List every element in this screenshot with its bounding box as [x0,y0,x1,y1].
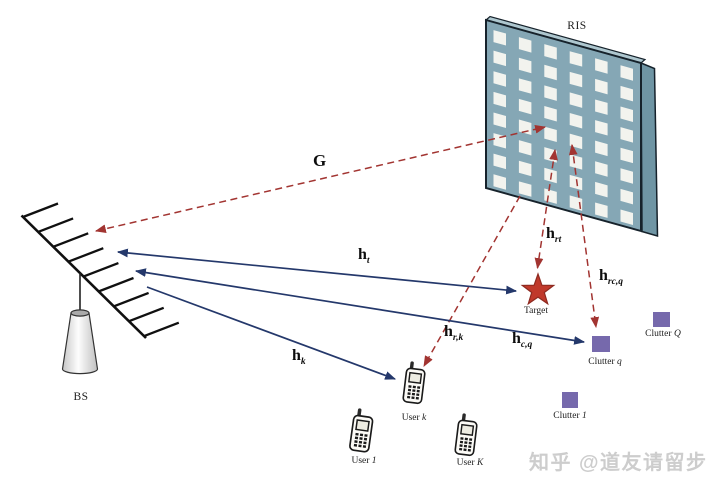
clutter-Q-var: Q [673,329,681,339]
clutter-1-prefix: Clutter [553,411,580,421]
bs-antenna-element [98,276,134,293]
channel-line-hcq [134,268,586,345]
clutter-1-icon [562,392,578,408]
ris-cell [518,57,532,74]
user-k-prefix: User [401,413,420,423]
ris-cell [569,92,583,108]
bs-antenna-element [143,321,180,338]
channel-line-ht [116,248,518,295]
channel-label-hrcq: hrc,q [599,267,623,288]
ris-cell [569,51,583,67]
ris-cell [518,37,532,53]
bs-antenna-element [67,247,104,263]
ris-panel-side-face [640,61,659,238]
ris-cell [620,127,633,143]
clutter-q-var: q [617,357,622,367]
user-1-phone-icon [348,406,376,454]
ris-cell [518,98,532,115]
ris-cell [493,71,506,87]
bs-label: BS [73,391,89,403]
ris-cell [493,91,506,108]
bs-antenna-element [22,202,59,219]
ris-cell [544,105,557,122]
ris-cell [569,71,583,88]
ris-cell [620,147,633,164]
ris-cell [544,85,557,101]
clutter-Q-prefix: Clutter [645,329,672,339]
bs-base-cone-top [70,309,90,317]
target-label: Target [524,306,548,316]
ris-cell [544,64,557,81]
ris-cell [620,209,633,225]
user-K-prefix: User [456,458,475,468]
channel-label-hrk: hr,k [444,323,464,344]
ris-cell [620,188,633,205]
clutter-Q-label: Clutter Q [645,329,681,339]
channel-line-G [94,124,547,234]
clutter-q-prefix: Clutter [588,357,615,367]
clutter-q-label: Clutter q [588,357,622,367]
ris-panel [484,15,659,238]
bs-antenna-element [82,262,119,278]
ris-cell [620,168,633,184]
ris-cell [620,106,633,122]
ris-label: RIS [567,20,587,32]
channel-label-hrt: hrt [546,225,562,246]
target-star-icon [520,272,556,306]
ris-cell [569,113,583,129]
ris-cell [595,78,608,95]
user-k-var: k [422,413,427,423]
ris-cell [595,99,608,115]
bs-base-cone [61,312,99,375]
bs-antenna-element [128,306,165,323]
ris-cell [620,85,633,102]
user-K-label: User K [457,458,484,468]
user-1-prefix: User [351,456,370,466]
clutter-q-icon [592,336,610,352]
channel-line-hrk [423,195,521,367]
clutter-Q-icon [653,312,670,327]
user-1-label: User 1 [351,456,376,466]
ris-cell [518,78,532,94]
ris-cell [493,112,506,128]
channel-line-hrcq [568,143,600,329]
ris-cell [595,120,608,136]
user-k-label: User k [402,413,427,423]
ris-cell [493,30,506,46]
ris-cell [595,58,608,74]
user-K-phone-icon [453,411,480,457]
ris-cell [544,44,557,60]
bs-station [20,202,180,375]
channel-line-hk [146,286,397,380]
bs-antenna-element [37,217,74,233]
channel-label-ht: ht [358,246,370,267]
channel-label-G: G [313,151,327,170]
clutter-1-label: Clutter 1 [553,411,587,421]
ris-cell [620,65,633,81]
bs-antenna-elements [22,202,180,338]
channel-label-hk: hk [292,347,306,368]
user-k-phone-icon [401,359,428,405]
bs-antenna-element [113,291,150,308]
ris-cell [493,50,506,67]
user-1-var: 1 [371,456,377,466]
bs-antenna-element [52,232,89,248]
channel-label-hcq: hc,q [512,330,533,351]
watermark: 知乎 @道友请留步 [529,452,708,474]
ris-cell [544,126,557,143]
user-K-var: K [476,458,484,468]
clutter-1-var: 1 [582,411,587,421]
channel-line-hrt [534,148,558,270]
